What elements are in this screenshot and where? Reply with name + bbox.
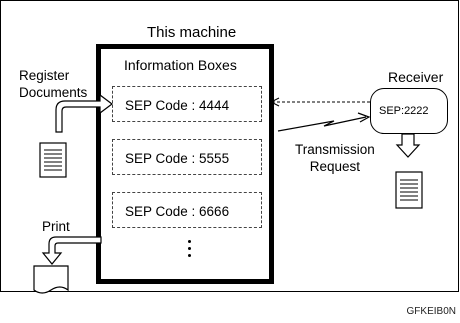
sep-code-label: SEP Code : 5555 <box>125 151 230 166</box>
receiver-title: Receiver <box>388 69 444 85</box>
receiver-output-arrow-icon <box>395 133 421 158</box>
transmission-request-label: Transmission Request <box>295 142 375 174</box>
receiver-document-icon <box>395 171 423 209</box>
diagram-frame <box>0 0 459 292</box>
sep-code-label: SEP Code : 6666 <box>125 204 230 219</box>
print-label: Print <box>42 219 70 234</box>
sep-box-5555: SEP Code : 5555 <box>112 139 262 175</box>
register-documents-label: Register Documents <box>19 68 88 100</box>
information-boxes-title: Information Boxes <box>124 57 237 73</box>
transmission-request-arrow-icon <box>277 112 371 132</box>
machine-box <box>96 44 274 284</box>
dashed-return-arrow-icon <box>269 97 370 107</box>
sep-box-6666: SEP Code : 6666 <box>112 192 262 228</box>
figure-code: GFKEIB0N <box>406 306 456 317</box>
printed-paper-icon <box>33 265 69 294</box>
sep-code-label: SEP Code : 4444 <box>125 98 230 113</box>
receiver-sep-code: SEP:2222 <box>379 105 429 117</box>
document-icon <box>39 142 67 178</box>
ellipsis-dots <box>187 240 193 261</box>
machine-title: This machine <box>147 24 237 41</box>
register-arrow-icon <box>55 93 113 133</box>
print-arrow-icon <box>41 236 102 265</box>
